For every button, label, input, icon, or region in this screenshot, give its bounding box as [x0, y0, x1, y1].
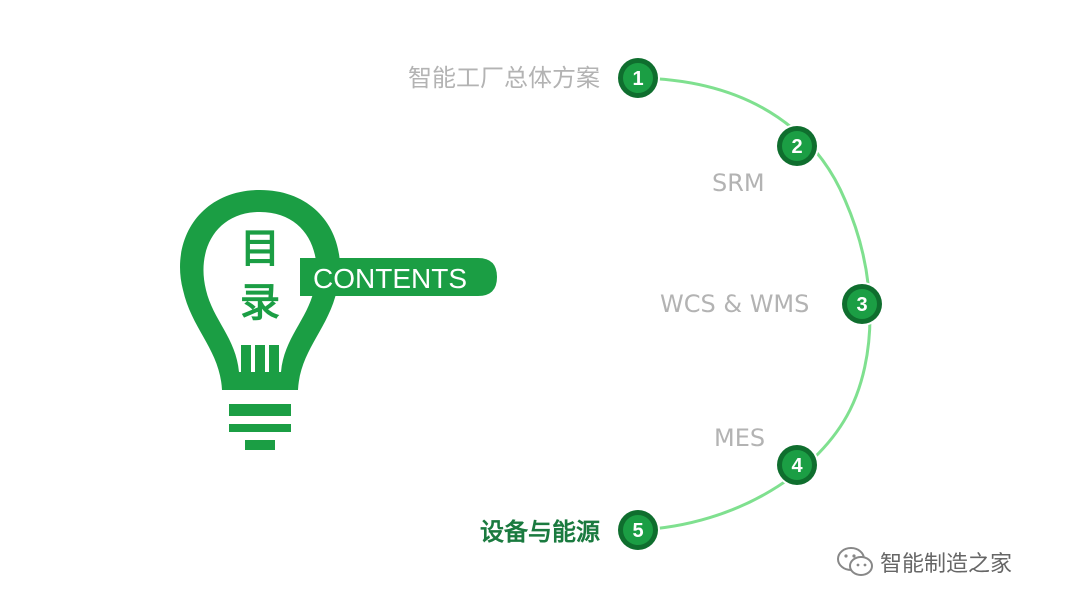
title-char-1: 目 — [240, 226, 280, 272]
lightbulb-icon — [180, 190, 340, 450]
menu-node-2[interactable]: 2 — [775, 124, 819, 168]
menu-node-5[interactable]: 5 — [616, 508, 660, 552]
menu-node-1[interactable]: 1 — [616, 56, 660, 100]
menu-label-3[interactable]: WCS & WMS — [660, 290, 810, 318]
menu-number-1: 1 — [632, 68, 643, 90]
menu-number-2: 2 — [791, 136, 802, 158]
watermark-text: 智能制造之家 — [880, 552, 1013, 577]
menu-node-3[interactable]: 3 — [840, 282, 884, 326]
title-char-2: 录 — [240, 280, 280, 326]
menu-number-4: 4 — [791, 455, 803, 477]
contents-band — [300, 258, 497, 296]
menu-number-5: 5 — [632, 520, 643, 542]
menu-label-2[interactable]: SRM — [712, 169, 765, 197]
watermark: 智能制造之家 — [836, 544, 1012, 580]
menu-label-4[interactable]: MES — [714, 424, 766, 452]
menu-node-4[interactable]: 4 — [775, 443, 819, 487]
contents-subtitle: CONTENTS — [313, 263, 467, 294]
menu-label-1[interactable]: 智能工厂总体方案 — [408, 64, 600, 92]
menu-number-3: 3 — [856, 294, 867, 316]
wechat-icon — [837, 547, 873, 576]
menu-label-5[interactable]: 设备与能源 — [480, 518, 600, 546]
